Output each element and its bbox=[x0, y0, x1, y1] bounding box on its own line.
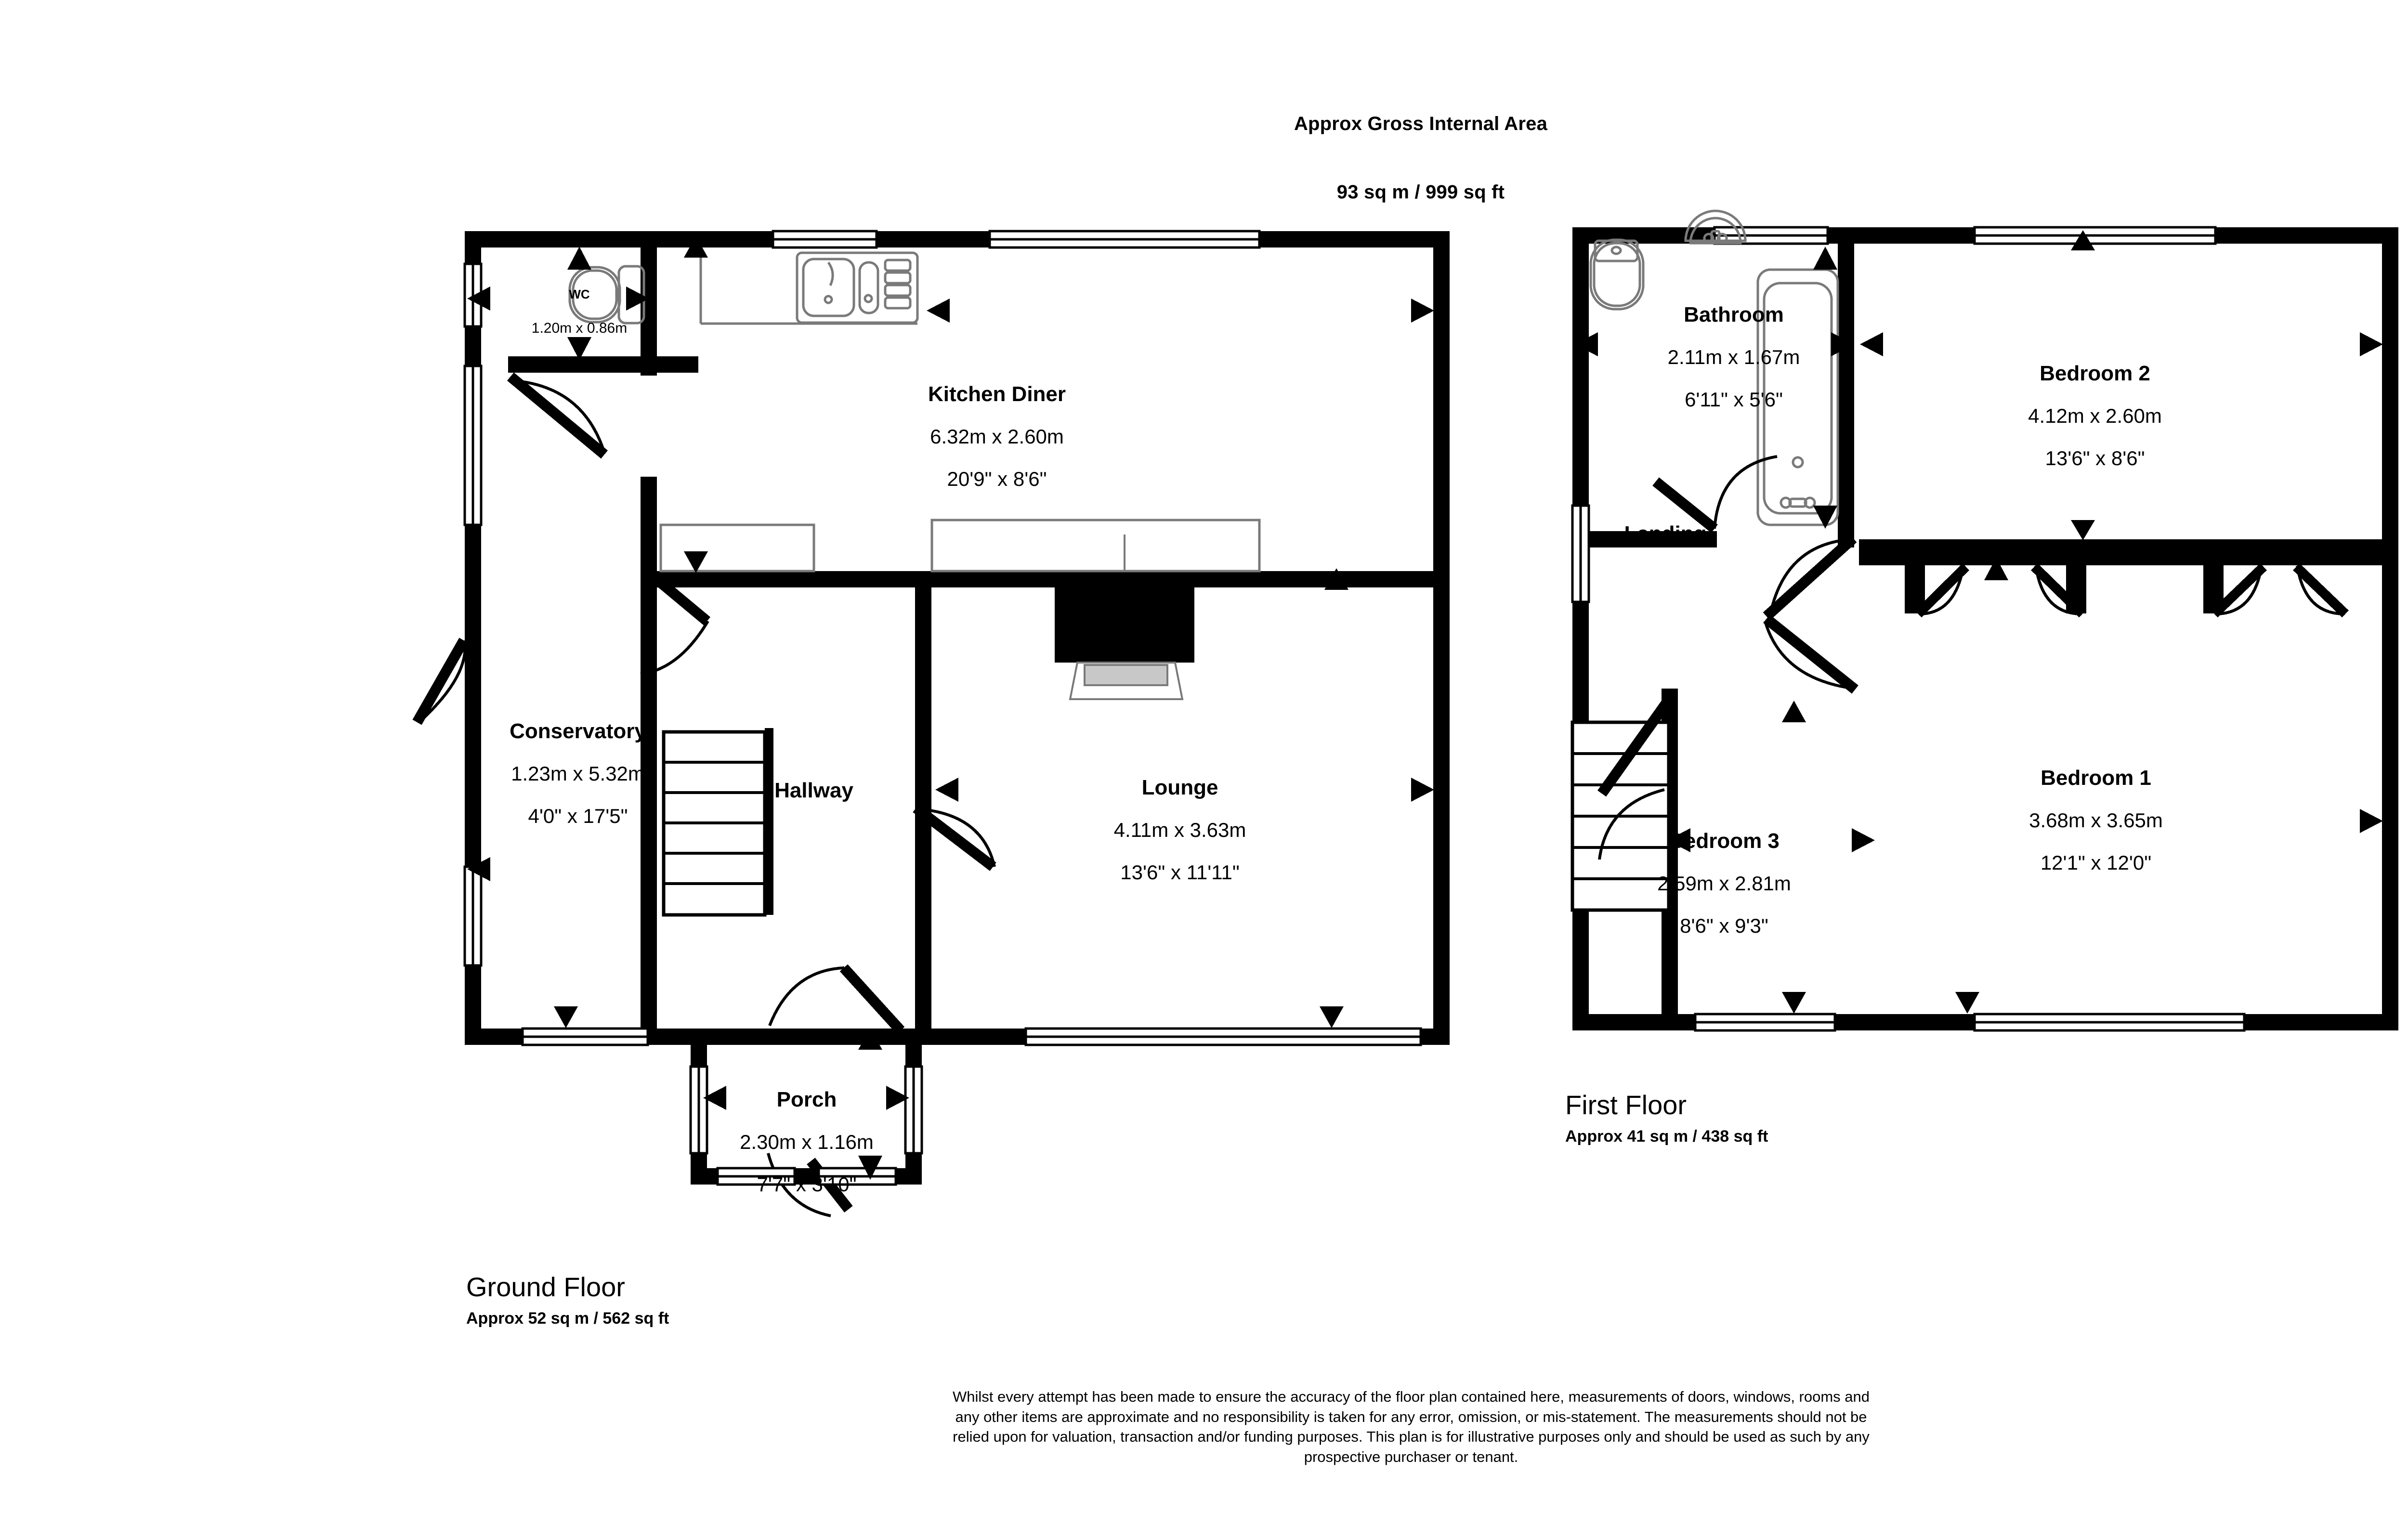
window-group-ground-top bbox=[772, 230, 1261, 249]
room-label-conservatory: Conservatory 1.23m x 5.32m 4'0" x 17'5" bbox=[448, 701, 708, 837]
room-label-wc: WC 1.20m x 0.86m 3'11" x 2'10" bbox=[485, 269, 673, 381]
dimension-arrows-first bbox=[1575, 230, 2383, 1014]
dimension-arrows-ground bbox=[467, 236, 1434, 1180]
kitchen-base-units bbox=[659, 519, 1261, 573]
wash-basin-icon bbox=[1684, 209, 1747, 245]
room-name: Bedroom 1 bbox=[2041, 766, 2151, 790]
room-imperial: 20'9" x 8'6" bbox=[947, 467, 1047, 490]
room-metric: 4.12m x 2.60m bbox=[2028, 404, 2162, 428]
room-label-hallway: Hallway bbox=[722, 760, 905, 812]
window-group-first-left bbox=[1571, 504, 1590, 603]
room-imperial: 6'11" x 5'6" bbox=[1685, 388, 1783, 411]
room-label-porch: Porch 2.30m x 1.16m 7'7" x 3'10" bbox=[684, 1069, 929, 1205]
room-metric: 1.20m x 0.86m bbox=[531, 320, 628, 337]
room-imperial: 4'0" x 17'5" bbox=[528, 804, 628, 827]
disclaimer-line-2: any other items are approximate and no r… bbox=[955, 1408, 1867, 1425]
page-title-line1: Approx Gross Internal Area bbox=[1294, 113, 1548, 135]
floor-area: Approx 52 sq m / 562 sq ft bbox=[466, 1309, 669, 1328]
room-label-bedroom-3: Bedroom 3 2.59m x 2.81m 8'6" x 9'3" bbox=[1589, 810, 1859, 947]
room-imperial: 13'6" x 8'6" bbox=[2045, 446, 2145, 469]
kitchen-sink-icon bbox=[796, 251, 919, 324]
wc-toilet-icon bbox=[1589, 238, 1645, 311]
fireplace-icon bbox=[1069, 534, 1184, 700]
window-group-ground-left bbox=[463, 262, 483, 967]
porch-windows bbox=[689, 1065, 923, 1186]
floor-name: Ground Floor bbox=[466, 1272, 625, 1302]
room-label-bedroom-2: Bedroom 2 4.12m x 2.60m 13'6" x 8'6" bbox=[1955, 343, 2235, 479]
room-metric: 3.68m x 3.65m bbox=[2029, 809, 2163, 832]
room-name: Hallway bbox=[774, 778, 853, 802]
room-metric: 1.23m x 5.32m bbox=[511, 762, 645, 785]
window-group-first-bottom bbox=[1694, 1013, 2246, 1032]
room-name: Bedroom 3 bbox=[1669, 829, 1780, 853]
staircase-icon bbox=[662, 728, 773, 917]
room-name: WC bbox=[569, 287, 590, 301]
room-metric: 2.59m x 2.81m bbox=[1657, 872, 1791, 895]
first-floor-plan bbox=[1570, 209, 2398, 1032]
room-imperial: 7'7" x 3'10" bbox=[757, 1172, 857, 1196]
door-group-ground bbox=[412, 372, 996, 1217]
floor-area: Approx 41 sq m / 438 sq ft bbox=[1565, 1127, 1768, 1146]
room-label-bedroom-1: Bedroom 1 3.68m x 3.65m 12'1" x 12'0" bbox=[1956, 747, 2236, 884]
wc-toilet-icon bbox=[568, 265, 645, 325]
room-label-bathroom: Bathroom 2.11m x 1.67m 6'11" x 5'6" bbox=[1599, 284, 1869, 420]
room-name: Landing bbox=[1624, 521, 1707, 546]
room-imperial: 3'11" x 2'10" bbox=[540, 355, 619, 372]
staircase-icon bbox=[1570, 720, 1671, 912]
room-metric: 2.30m x 1.16m bbox=[740, 1131, 874, 1154]
disclaimer-line-1: Whilst every attempt has been made to en… bbox=[952, 1388, 1870, 1405]
ground-floor-caption: Ground Floor Approx 52 sq m / 562 sq ft bbox=[466, 1271, 900, 1328]
disclaimer-line-4: prospective purchaser or tenant. bbox=[1304, 1448, 1518, 1465]
room-name: Kitchen Diner bbox=[928, 382, 1066, 406]
room-imperial: 13'6" x 11'11" bbox=[1120, 860, 1240, 884]
floor-name: First Floor bbox=[1565, 1090, 1687, 1120]
window-group-first-top bbox=[1713, 226, 2217, 245]
door-group-first bbox=[1597, 455, 2349, 860]
disclaimer-text: Whilst every attempt has been made to en… bbox=[660, 1387, 2162, 1467]
room-name: Conservatory bbox=[510, 719, 646, 743]
room-metric: 2.11m x 1.67m bbox=[1667, 346, 1800, 369]
page-title: Approx Gross Internal Area 93 sq m / 999… bbox=[1108, 67, 1734, 226]
bathtub-icon bbox=[1756, 268, 1839, 526]
room-label-kitchen-diner: Kitchen Diner 6.32m x 2.60m 20'9" x 8'6" bbox=[848, 364, 1146, 500]
room-imperial: 8'6" x 9'3" bbox=[1680, 914, 1768, 937]
ground-floor-plan bbox=[412, 230, 1450, 1217]
page-title-line2: 93 sq m / 999 sq ft bbox=[1336, 181, 1505, 203]
first-floor-caption: First Floor Approx 41 sq m / 438 sq ft bbox=[1565, 1089, 1999, 1146]
room-label-landing: Landing bbox=[1531, 503, 1800, 556]
disclaimer-line-3: relied upon for valuation, transaction a… bbox=[953, 1428, 1870, 1446]
room-name: Porch bbox=[776, 1087, 837, 1111]
room-metric: 4.11m x 3.63m bbox=[1113, 819, 1246, 842]
room-name: Bathroom bbox=[1684, 302, 1784, 326]
window-group-ground-bottom bbox=[521, 1027, 1422, 1046]
room-name: Bedroom 2 bbox=[2040, 361, 2150, 385]
room-name: Lounge bbox=[1141, 775, 1218, 799]
room-label-lounge: Lounge 4.11m x 3.63m 13'6" x 11'11" bbox=[1040, 757, 1320, 893]
room-imperial: 12'1" x 12'0" bbox=[2040, 851, 2152, 874]
room-metric: 6.32m x 2.60m bbox=[930, 425, 1064, 448]
